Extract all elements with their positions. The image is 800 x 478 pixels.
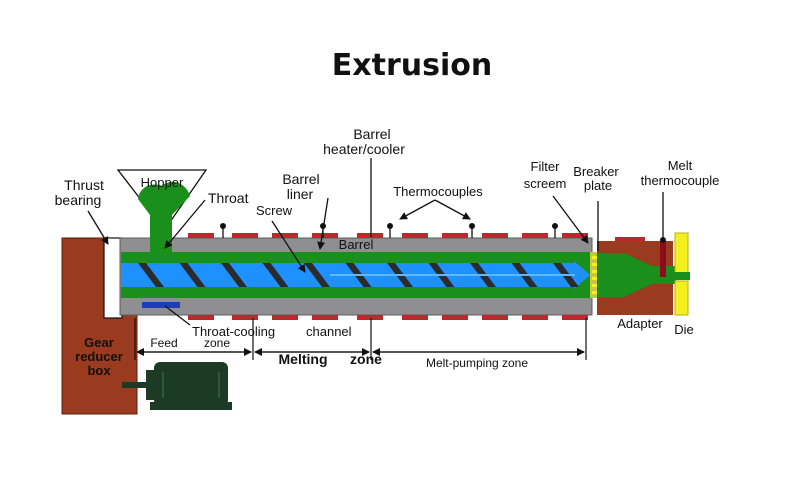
thermocouple-probe-tip — [387, 223, 393, 229]
thermocouple-probe-tip — [552, 223, 558, 229]
barrel-heater-label-1: Barrel — [353, 126, 390, 142]
screw-flight — [221, 263, 247, 287]
thermocouple-probe-tip — [469, 223, 475, 229]
screw-flight — [262, 263, 289, 287]
heater-band — [232, 233, 258, 238]
feed-zone-label-1: Feed — [150, 336, 177, 350]
heater-band — [522, 315, 548, 320]
melt-thermocouple-label-2: thermocouple — [641, 173, 720, 188]
barrel-liner-label-1: Barrel — [282, 171, 319, 187]
thrust-bearing — [103, 237, 123, 319]
breaker-plate-label-2: plate — [584, 178, 612, 193]
barrel-liner-label-2: liner — [287, 186, 314, 202]
screw-flight — [304, 263, 330, 287]
filter-screen-mesh — [592, 284, 601, 287]
screw-label: Screw — [256, 203, 293, 218]
filter-screen-label-2: screem — [524, 176, 567, 191]
heater-band — [562, 233, 588, 238]
throat-cooling-channel — [142, 302, 180, 308]
breaker-plate-label-1: Breaker — [573, 164, 619, 179]
melt-thermocouple-label-1: Melt — [668, 158, 693, 173]
melting-zone-label-1: Melting — [279, 351, 328, 367]
filter-screen-label-1: Filter — [531, 159, 561, 174]
throat-cooling-label: Throat-cooling — [192, 324, 275, 339]
filter-screen-mesh — [592, 263, 601, 266]
filter-screen-mesh — [592, 256, 601, 259]
screw-flight — [179, 263, 206, 287]
heater-band — [312, 233, 338, 238]
heater-band — [522, 233, 548, 238]
gear-reducer-label-1: Gear — [84, 335, 114, 350]
heater-band — [442, 315, 468, 320]
heater-band — [482, 315, 508, 320]
motor — [122, 362, 232, 410]
heater-band — [357, 315, 383, 320]
die-label: Die — [674, 322, 694, 337]
heater-band — [188, 233, 214, 238]
throat-label: Throat — [208, 190, 249, 206]
heater-band — [272, 315, 298, 320]
breaker-plate — [590, 252, 598, 298]
hopper-label: Hopper — [141, 175, 184, 190]
barrel-heater-label-2: heater/cooler — [323, 141, 405, 157]
heater-band — [312, 315, 338, 320]
heater-band — [615, 237, 645, 242]
thermocouple-probe-tip — [220, 223, 226, 229]
feed-zone-label-2: zone — [204, 336, 230, 350]
filter-screen-mesh — [592, 277, 601, 280]
heater-band — [482, 233, 508, 238]
heater-band — [232, 315, 258, 320]
heater-band — [357, 233, 383, 238]
heater-band — [272, 233, 298, 238]
heater-band — [188, 315, 214, 320]
melting-zone-label-2: zone — [350, 351, 382, 367]
zone-dimensions — [134, 318, 587, 360]
gear-reducer-label-3: box — [87, 363, 111, 378]
thermocouples-label: Thermocouples — [393, 184, 483, 199]
hopper — [116, 169, 208, 254]
thrust-bearing-label-2: bearing — [55, 192, 102, 208]
die — [674, 232, 690, 316]
filter-screen — [592, 256, 601, 294]
channel-label: channel — [306, 324, 352, 339]
page-title: Extrusion — [332, 48, 492, 83]
adapter-label: Adapter — [617, 316, 663, 331]
heater-band — [442, 233, 468, 238]
heater-band — [402, 233, 428, 238]
melt-pumping-zone-label: Melt-pumping zone — [426, 356, 528, 370]
thrust-bearing-label-1: Thrust — [64, 177, 104, 193]
heater-band — [402, 315, 428, 320]
leader-lines — [87, 158, 664, 326]
barrel-heater-bands — [188, 233, 645, 320]
screw-flight — [138, 263, 164, 287]
heater-band — [562, 315, 588, 320]
filter-screen-mesh — [592, 291, 601, 294]
gear-reducer-label-2: reducer — [75, 349, 123, 364]
screw-tip — [574, 261, 590, 289]
thermocouples — [220, 223, 558, 238]
filter-screen-mesh — [592, 270, 601, 273]
adapter — [597, 237, 676, 315]
barrel-label: Barrel — [339, 237, 374, 252]
